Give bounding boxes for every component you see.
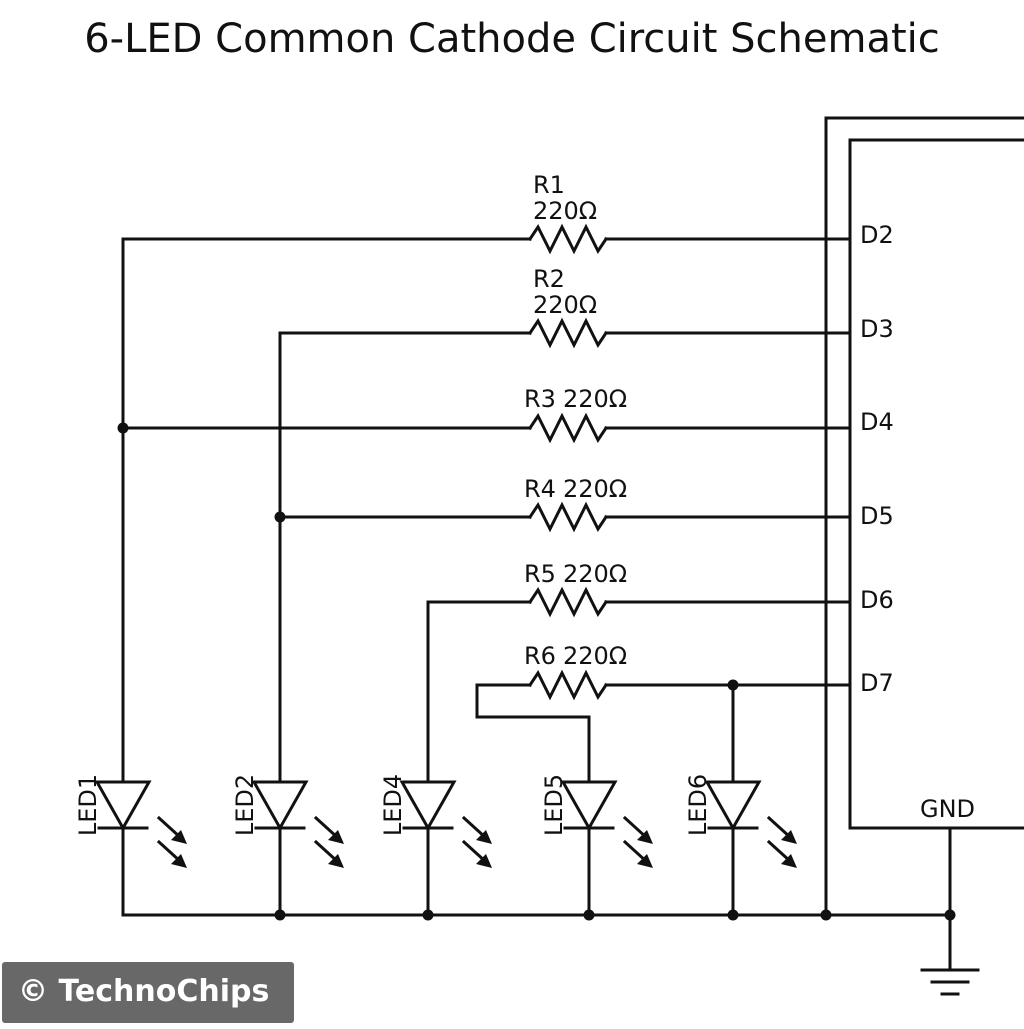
watermark: © TechnoChips [2,962,294,1023]
resistor-r6 [527,669,609,701]
pin-label-d6: D6 [860,586,894,614]
led-4-label: LED4 [379,774,407,836]
resistor-r5-name: R5 [524,560,556,588]
resistor-r4 [527,501,609,533]
led-2-label: LED2 [231,774,259,836]
led-labels: LED1 LED2 LED4 LED5 LED6 [74,774,712,836]
resistor-r1-value: 220Ω [533,197,597,225]
wire-d2 [121,237,852,784]
led-5 [560,780,653,917]
watermark-text: © TechnoChips [18,974,269,1009]
resistor-r4-value: 220Ω [563,475,627,503]
led-5-label: LED5 [540,774,568,836]
resistor-r3-value: 220Ω [563,385,627,413]
resistor-r3-name: R3 [524,385,556,413]
led-1-light-arrows [156,815,187,868]
led-6-label: LED6 [684,774,712,836]
diagram-title: 6-LED Common Cathode Circuit Schematic [84,16,940,62]
pin-label-d3: D3 [860,315,894,343]
resistor-labels: R1 220Ω R2 220Ω R3 220Ω R4 220Ω R5 220Ω … [524,171,627,670]
wire-d3 [278,331,852,784]
pin-label-d7: D7 [860,669,894,697]
ground-bus [121,826,952,972]
led-1-label: LED1 [74,774,102,836]
resistor-r4-name: R4 [524,475,556,503]
resistor-r2 [527,317,609,349]
led-1 [94,780,187,917]
pin-labels: D2 D3 D4 D5 D6 D7 GND [860,221,975,823]
resistor-r6-value: 220Ω [563,642,627,670]
resistor-r2-name: R2 [533,265,565,293]
junction-dots [117,422,956,921]
led-2 [251,780,344,917]
led-4-light-arrows [461,815,492,868]
resistor-r3 [527,412,609,444]
led-5-light-arrows [622,815,653,868]
wire-d7 [475,683,852,784]
resistor-r2-value: 220Ω [533,291,597,319]
led-6 [704,780,797,917]
resistor-r5 [527,586,609,618]
microcontroller-board [824,116,1024,917]
ground-symbol [920,968,980,996]
led-4 [399,780,492,917]
pin-label-d2: D2 [860,221,894,249]
resistor-r6-name: R6 [524,642,556,670]
led-2-light-arrows [313,815,344,868]
resistor-r1-name: R1 [533,171,565,199]
resistor-r1 [527,223,609,255]
resistor-r5-value: 220Ω [563,560,627,588]
pin-label-d5: D5 [860,502,894,530]
led-6-light-arrows [766,815,797,868]
gnd-label: GND [920,795,975,823]
wire-d6 [426,600,852,784]
pin-label-d4: D4 [860,408,894,436]
